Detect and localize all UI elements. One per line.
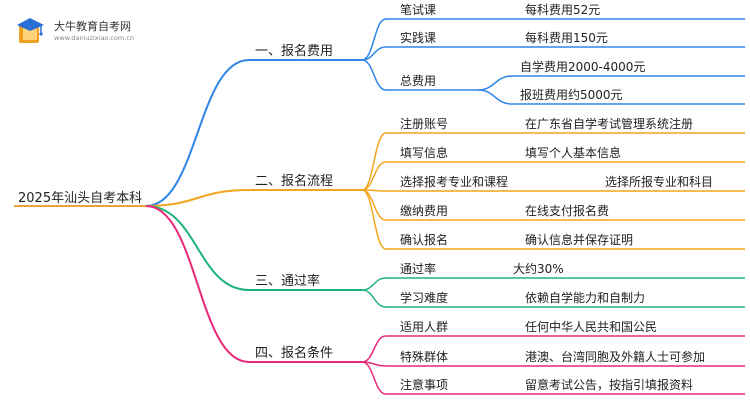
watermark-url: www.daniuzixiao.com.cn [54, 34, 134, 42]
child-connector [361, 132, 387, 191]
child-detail: 任何中华人民共和国公民 [525, 319, 657, 334]
branch-title: 三、通过率 [255, 273, 320, 289]
grandchild-label: 报班费用约5000元 [520, 87, 623, 102]
child-detail: 在线支付报名费 [525, 203, 609, 218]
child-label: 学习难度 [400, 290, 448, 305]
watermark-title: 大牛教育自考网 [54, 20, 131, 33]
branch-connector [145, 205, 250, 291]
child-detail: 确认信息并保存证明 [525, 232, 633, 247]
child-detail: 填写个人基本信息 [525, 145, 621, 160]
child-label: 适用人群 [400, 320, 448, 334]
child-label: 填写信息 [400, 145, 448, 160]
child-connector [361, 335, 387, 363]
watermark-logo: 大牛教育自考网 www.daniuzixiao.com.cn [14, 14, 204, 48]
child-connector [361, 277, 387, 291]
child-detail: 在广东省自学考试管理系统注册 [525, 116, 693, 131]
grandchild-connector [477, 89, 513, 105]
branch-title: 二、报名流程 [255, 173, 333, 189]
child-label: 选择报考专业和课程 [400, 174, 508, 189]
child-connector [361, 18, 387, 61]
child-connector [361, 189, 387, 221]
child-detail: 每科费用150元 [525, 30, 608, 45]
child-connector [361, 46, 387, 61]
child-label: 特殊群体 [400, 349, 448, 364]
child-label: 笔试课 [400, 2, 436, 17]
child-detail: 港澳、台湾同胞及外籍人士可参加 [525, 349, 705, 364]
branch-connector [145, 205, 250, 363]
child-label: 确认报名 [400, 232, 448, 247]
branch-connector [145, 59, 250, 207]
branch-title: 一、报名费用 [255, 43, 333, 59]
child-connector [361, 189, 387, 250]
graduation-cap-book-logo-icon [17, 18, 44, 43]
child-connector [361, 361, 387, 395]
root-topic: 2025年汕头自考本科 [18, 191, 142, 206]
child-detail: 大约30% [513, 261, 564, 276]
child-label: 总费用 [400, 74, 436, 88]
child-detail: 每科费用52元 [525, 2, 600, 17]
child-connector [361, 161, 387, 191]
child-connector [361, 59, 387, 91]
child-label: 注册账号 [400, 116, 448, 131]
child-label: 通过率 [400, 261, 436, 276]
child-label: 注意事项 [400, 377, 448, 392]
child-connector [361, 289, 387, 308]
branch-title: 四、报名条件 [255, 345, 333, 361]
grandchild-label: 自学费用2000-4000元 [520, 59, 645, 74]
child-label: 缴纳费用 [400, 203, 448, 218]
child-detail: 选择所报专业和科目 [605, 174, 713, 189]
child-detail: 依赖自学能力和自制力 [525, 290, 645, 305]
child-detail: 留意考试公告，按指引填报资料 [525, 377, 693, 392]
child-label: 实践课 [400, 30, 436, 45]
branch-connector [145, 189, 250, 207]
grandchild-connector [477, 75, 513, 91]
